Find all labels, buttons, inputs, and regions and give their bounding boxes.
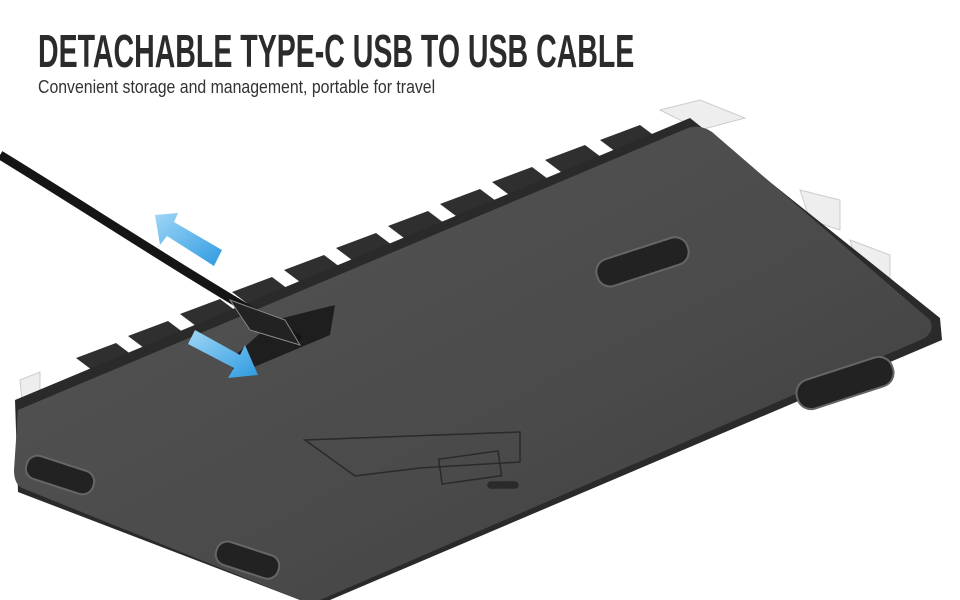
- rubber-feet: [24, 236, 895, 580]
- page-title: DETACHABLE TYPE-C USB TO USB CABLE: [38, 25, 635, 77]
- usb-connector: [228, 299, 302, 346]
- page-subtitle: Convenient storage and management, porta…: [38, 77, 436, 97]
- keycaps-row: [76, 125, 660, 373]
- arrow-in-icon: [188, 330, 258, 378]
- arrow-out-icon: [155, 213, 222, 266]
- label-plate: [302, 431, 521, 489]
- keyboard-bottom: [14, 126, 932, 600]
